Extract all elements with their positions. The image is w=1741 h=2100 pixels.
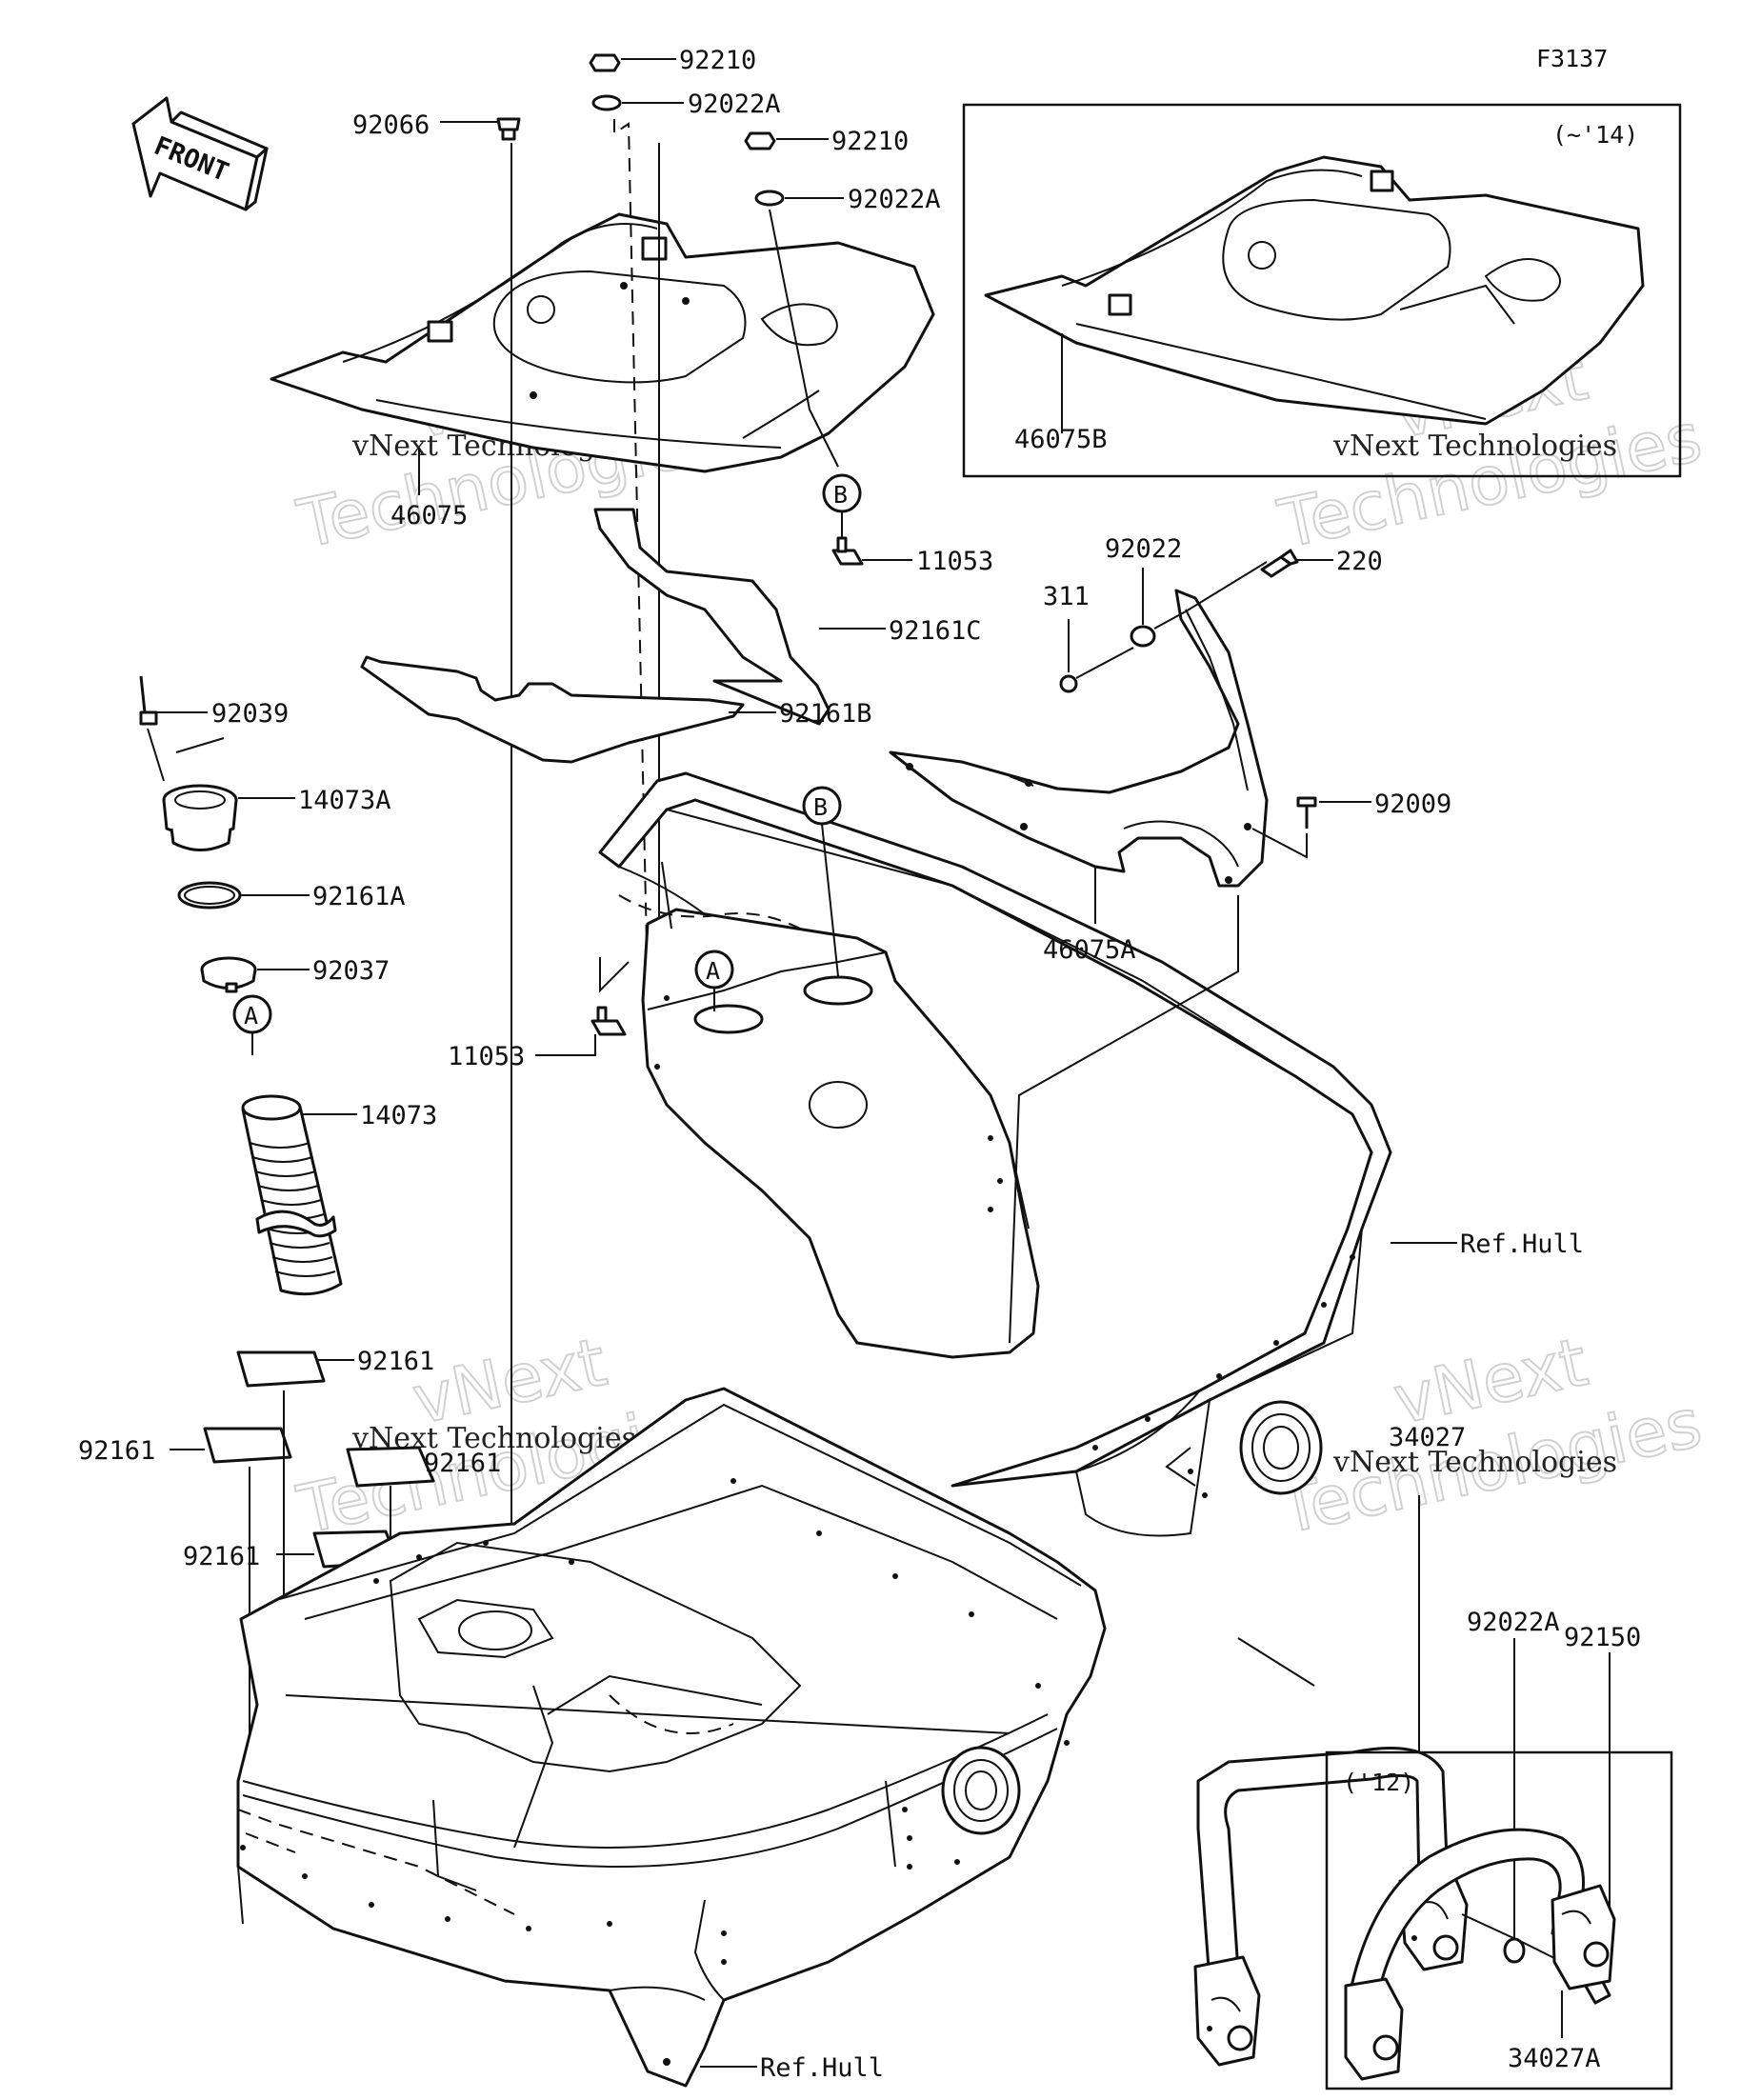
washer-92022 xyxy=(1130,625,1156,648)
pad-92161-c xyxy=(346,1446,435,1488)
front-arrow-icon: FRONT xyxy=(131,96,269,211)
hull-deck-upper xyxy=(598,771,1392,1537)
part-label-92022a-b: 92022A xyxy=(848,185,941,214)
part-label-14073: 14073 xyxy=(360,1101,437,1130)
part-label-92161c: 92161C xyxy=(889,616,982,646)
seat-cover-46075 xyxy=(270,212,935,473)
filler-neck-14073a xyxy=(162,784,238,851)
part-label-311: 311 xyxy=(1043,582,1090,611)
inset-label-y12: ('12) xyxy=(1343,1769,1414,1796)
callout-b-upper: B xyxy=(822,473,862,513)
part-label-92161b: 92161B xyxy=(779,699,872,729)
part-label-46075a: 46075A xyxy=(1043,935,1136,965)
callout-letter: B xyxy=(813,793,828,821)
part-label-92037: 92037 xyxy=(312,956,390,986)
gasket-92161b xyxy=(360,655,745,764)
screw-92039 xyxy=(139,675,158,726)
clip-11053-b xyxy=(590,1006,627,1036)
assembly-line xyxy=(769,209,839,468)
part-label-92161-a: 92161 xyxy=(357,1347,434,1376)
figure-code: F3137 xyxy=(1536,45,1608,72)
part-label-92161-d: 92161 xyxy=(183,1542,260,1571)
bolt-92066 xyxy=(496,117,521,141)
part-label-92161a: 92161A xyxy=(312,882,406,911)
callout-b-tower: B xyxy=(802,786,842,826)
part-label-92039: 92039 xyxy=(211,699,289,729)
hull-filler-tower xyxy=(618,861,1040,1359)
pad-92161-a xyxy=(236,1350,326,1388)
part-label-ref-hull-upper: Ref.Hull xyxy=(1460,1230,1584,1259)
vent-grommet xyxy=(1239,1400,1323,1495)
callout-letter: B xyxy=(833,481,848,509)
part-label-92022: 92022 xyxy=(1105,534,1182,564)
cowl-46075a xyxy=(889,589,1269,888)
nut-311 xyxy=(1059,674,1078,693)
watermark-text: vNext Technologies xyxy=(1332,430,1617,463)
inset-frame-y12 xyxy=(1325,1750,1673,2090)
nut-92210-b xyxy=(744,131,776,150)
callout-letter: A xyxy=(244,1002,258,1030)
hose-14073 xyxy=(241,1094,343,1296)
clamp-92037 xyxy=(200,956,257,993)
washer-92022a-a xyxy=(591,94,622,111)
part-label-ref-hull-lower: Ref.Hull xyxy=(760,2053,884,2083)
part-label-92022a-c: 92022A xyxy=(1467,1608,1560,1637)
clip-11053-a xyxy=(831,536,864,566)
bolt-92009 xyxy=(1296,796,1317,829)
part-label-220: 220 xyxy=(1336,547,1383,576)
part-label-34027: 34027 xyxy=(1389,1423,1466,1452)
grab-bar-34027 xyxy=(1193,1747,1469,2067)
washer-92022a-b xyxy=(754,190,785,207)
part-label-92022a-a: 92022A xyxy=(688,90,781,119)
o-ring-92161a xyxy=(177,881,242,910)
part-label-92150: 92150 xyxy=(1564,1623,1641,1652)
inset-frame-upto14 xyxy=(962,103,1682,478)
washer-92022a-c xyxy=(1503,1937,1526,1964)
watermark-group: vNext Technologies vNext Technologies vN… xyxy=(290,336,1710,1550)
hull-lower xyxy=(236,1387,1107,2088)
nut-92210-a xyxy=(589,53,621,72)
part-label-46075b: 46075B xyxy=(1014,425,1108,454)
part-label-34027a: 34027A xyxy=(1508,2044,1601,2073)
part-label-14073a: 14073A xyxy=(298,786,391,815)
part-label-46075: 46075 xyxy=(390,501,468,530)
part-label-92009: 92009 xyxy=(1374,790,1451,819)
leader-11053-b xyxy=(535,1034,596,1056)
vent-grommet xyxy=(941,1746,1021,1835)
part-label-11053-b: 11053 xyxy=(448,1042,525,1071)
callout-a-tower: A xyxy=(694,950,734,990)
part-label-92066: 92066 xyxy=(352,110,430,140)
pad-92161-b xyxy=(203,1427,292,1464)
bolt-220 xyxy=(1260,549,1299,578)
gasket-92161c xyxy=(593,508,830,726)
part-label-92210-b: 92210 xyxy=(831,127,909,156)
grab-bar-34027a xyxy=(1344,1828,1616,2081)
callout-a-left: A xyxy=(232,994,272,1034)
seat-cover-46075b xyxy=(984,155,1645,426)
inset-label-upto14: (~'14) xyxy=(1552,121,1638,149)
part-label-11053-a: 11053 xyxy=(916,547,993,576)
part-label-92161-c: 92161 xyxy=(424,1449,501,1478)
watermark-text: vNext Technologies xyxy=(1332,1446,1617,1479)
part-label-92210-a: 92210 xyxy=(679,46,756,75)
callout-letter: A xyxy=(706,957,720,985)
part-label-92161-b: 92161 xyxy=(78,1436,155,1466)
